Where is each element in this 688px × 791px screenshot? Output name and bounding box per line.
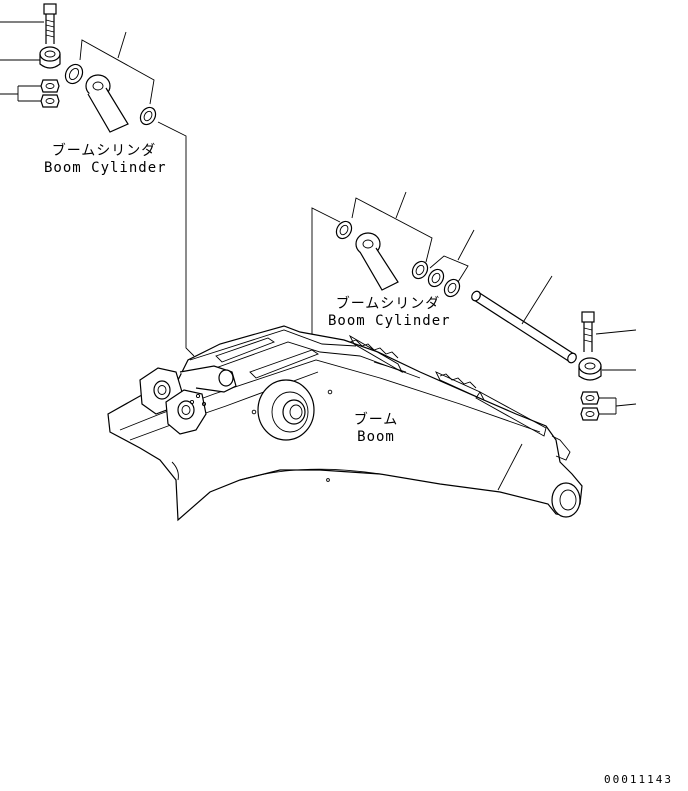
- top-left-nuts: [40, 79, 60, 108]
- right-leaders: [595, 329, 637, 415]
- label-boom-en: Boom: [357, 429, 395, 445]
- mid-cylinder-group: [311, 191, 475, 428]
- right-nuts: [580, 391, 600, 421]
- boom-body: [107, 325, 583, 522]
- right-bushing: [578, 357, 602, 381]
- figure-code: 00011143: [604, 773, 673, 786]
- label-boom-jp: ブーム: [353, 412, 399, 428]
- top-left-bushing: [39, 46, 61, 69]
- long-pin: [471, 275, 577, 364]
- label-boom-cylinder-mid-en: Boom Cylinder: [328, 313, 451, 329]
- top-left-leaders: [0, 21, 44, 102]
- right-bolt: [581, 311, 595, 352]
- label-boom-cylinder-top-jp: ブームシリンダ: [51, 143, 157, 159]
- label-boom-cylinder-mid-jp: ブームシリンダ: [335, 296, 441, 312]
- top-left-bolt: [43, 3, 57, 44]
- top-cylinder-group: [64, 31, 195, 357]
- label-boom-cylinder-top-en: Boom Cylinder: [44, 160, 167, 176]
